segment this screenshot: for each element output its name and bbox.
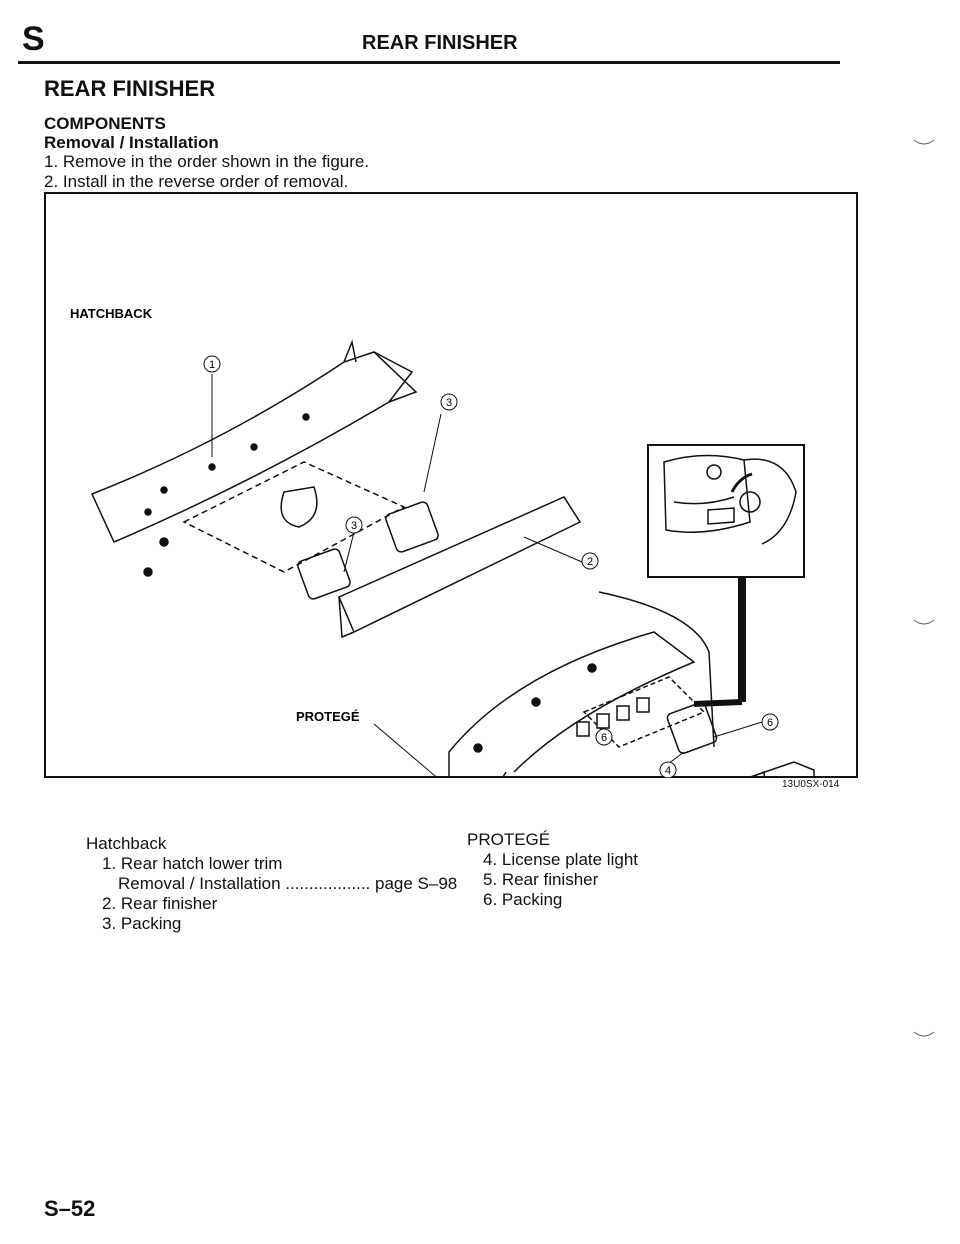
callouts: 1 3 3 2 6 4 4 5 6: [203, 355, 779, 778]
callout-leaders: [211, 374, 763, 778]
section-title: REAR FINISHER: [44, 76, 216, 101]
legend-heading: Hatchback: [86, 834, 167, 853]
rear-hatch-lower-trim: [90, 351, 414, 543]
legend-item: Removal / Installation .................…: [118, 874, 458, 893]
legend-item: 6. Packing: [483, 890, 563, 909]
callout-3: 3: [446, 397, 452, 409]
rear-finisher-hatchback: [338, 496, 582, 634]
callout-1: 1: [209, 359, 215, 371]
procedure-heading: Removal / Installation: [44, 133, 219, 152]
packing-protege: [666, 702, 718, 754]
section-letter: S: [22, 20, 45, 58]
figure-frame: [44, 192, 858, 778]
packing-hatchback: [385, 501, 439, 553]
callout-3: 3: [351, 520, 357, 532]
exploded-view-figure: HATCHBACK PROTEGÉ: [44, 192, 858, 778]
label-protege: PROTEGÉ: [296, 709, 360, 724]
margin-mark: [913, 1031, 935, 1037]
running-title: REAR FINISHER: [362, 32, 518, 54]
rear-finisher-protege: [745, 761, 815, 778]
callout-4: 4: [665, 765, 671, 777]
callout-6: 6: [601, 732, 607, 744]
legend-hatchback: Hatchback 1. Rear hatch lower trim Remov…: [86, 834, 457, 934]
legend-item: 5. Rear finisher: [483, 870, 599, 889]
components-heading: COMPONENTS: [44, 114, 166, 133]
label-hatchback: HATCHBACK: [70, 306, 153, 321]
legend-item: 1. Rear hatch lower trim: [102, 854, 283, 873]
packing-hatchback: [297, 548, 351, 600]
margin-mark: [913, 139, 935, 145]
bulb-socket-detail: [647, 444, 805, 578]
callout-6: 6: [767, 717, 773, 729]
legend-heading: PROTEGÉ: [467, 830, 551, 849]
margin-mark: [913, 619, 935, 625]
legend-item: 4. License plate light: [483, 850, 638, 869]
header-rule: [18, 61, 840, 64]
legend-item: 2. Rear finisher: [102, 894, 218, 913]
callout-2: 2: [587, 556, 593, 568]
legend-item: 3. Packing: [102, 914, 182, 933]
legend-protege: PROTEGÉ 4. License plate light 5. Rear f…: [467, 830, 638, 910]
figure-code: 13U0SX-014: [782, 779, 840, 790]
hatchback-assembly: [90, 339, 582, 639]
step-2: 2. Install in the reverse order of remov…: [44, 172, 349, 191]
page-number: S–52: [44, 1196, 96, 1221]
step-1: 1. Remove in the order shown in the figu…: [44, 152, 370, 171]
